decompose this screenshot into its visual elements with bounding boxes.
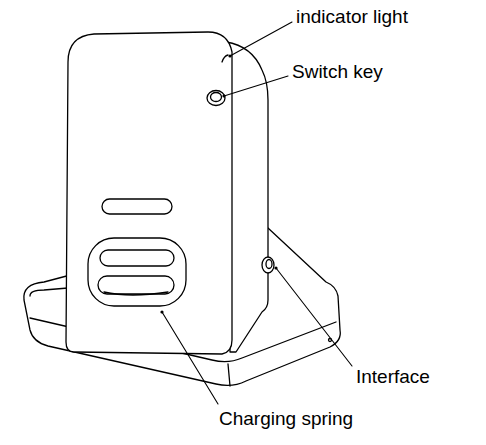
- upper-slot: [102, 199, 172, 214]
- interface-port-inner: [266, 260, 272, 269]
- body-front: [66, 32, 232, 354]
- leader-dot: [274, 266, 277, 269]
- leader-dot: [222, 94, 225, 97]
- switch-key: [207, 91, 225, 106]
- leader-line: [224, 76, 288, 96]
- part-label: indicator light: [296, 6, 408, 28]
- leader-line: [276, 268, 352, 366]
- base-edge: [228, 364, 230, 386]
- spring-contact: [104, 292, 168, 295]
- switch-key-inner: [211, 93, 222, 102]
- part-label: Charging spring: [219, 408, 353, 430]
- leader-line: [162, 312, 218, 404]
- leader-dot: [160, 310, 163, 313]
- spring-opening: [88, 238, 186, 306]
- leader-line: [230, 22, 292, 56]
- leader-dot: [228, 54, 231, 57]
- interface-port: [262, 257, 274, 273]
- spring-slot: [98, 276, 174, 294]
- part-label: Interface: [356, 366, 430, 388]
- indicator-mark: [222, 55, 228, 62]
- spring-slot: [100, 250, 174, 266]
- part-label: Switch key: [292, 61, 383, 83]
